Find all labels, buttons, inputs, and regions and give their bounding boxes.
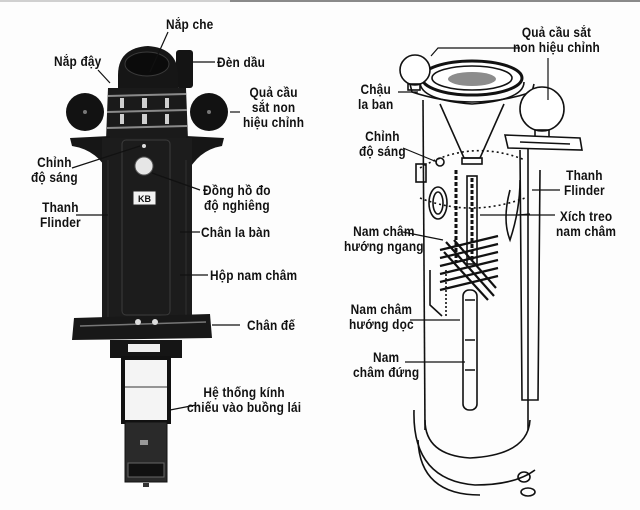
label-he-thong-kinh: Hệ thống kính chiếu vào buồng lái [187,385,302,415]
label-qua-cau-left: Quả cầu sắt non hiệu chỉnh [243,85,305,130]
label-nam-cham-dung: Nam châm đứng [353,350,420,380]
label-nap-che: Nắp che [166,17,214,32]
vertical-magnet [462,289,478,411]
label-thanh-flinder-right: Thanh Flinder [564,168,605,198]
label-hop-nam-cham: Hộp nam châm [210,268,298,283]
label-chau-la-ban: Chậu la ban [358,82,394,112]
left-leader-lines [71,31,240,411]
left-iron-sphere [399,54,431,86]
top-border [0,0,640,3]
right-iron-sphere [519,86,565,132]
label-nam-cham-doc: Nam châm hướng dọc [349,302,414,332]
label-chan-la-ban: Chân la bàn [201,225,271,240]
kb-plate [132,190,157,206]
label-chinh-do-sang-left: Chỉnh độ sáng [31,155,78,185]
base [72,314,212,340]
kb-plate-text: KB [138,194,151,204]
right-column [422,99,426,431]
label-den-dau: Đèn dầu [217,55,266,70]
label-nam-cham-ngang: Nam châm hướng ngang [344,224,424,254]
label-chan-de: Chân đế [247,318,296,333]
label-qua-cau-right: Quả cầu sắt non hiệu chỉnh [513,25,600,55]
label-chinh-do-sang-right: Chỉnh độ sáng [359,129,406,159]
label-thanh-flinder-left: Thanh Flinder [40,200,81,230]
horizontal-magnets [439,234,499,301]
label-nap-day: Nắp đậy [54,54,102,69]
oil-lamp [176,50,193,88]
label-dong-ho: Đồng hồ đo độ nghiêng [203,183,271,213]
label-xich-treo: Xích treo nam châm [556,209,617,239]
inclinometer [134,156,154,176]
flinder-bar [519,149,541,401]
right-base [424,419,531,459]
compass-card [448,72,496,86]
right-leader-lines [398,47,560,363]
